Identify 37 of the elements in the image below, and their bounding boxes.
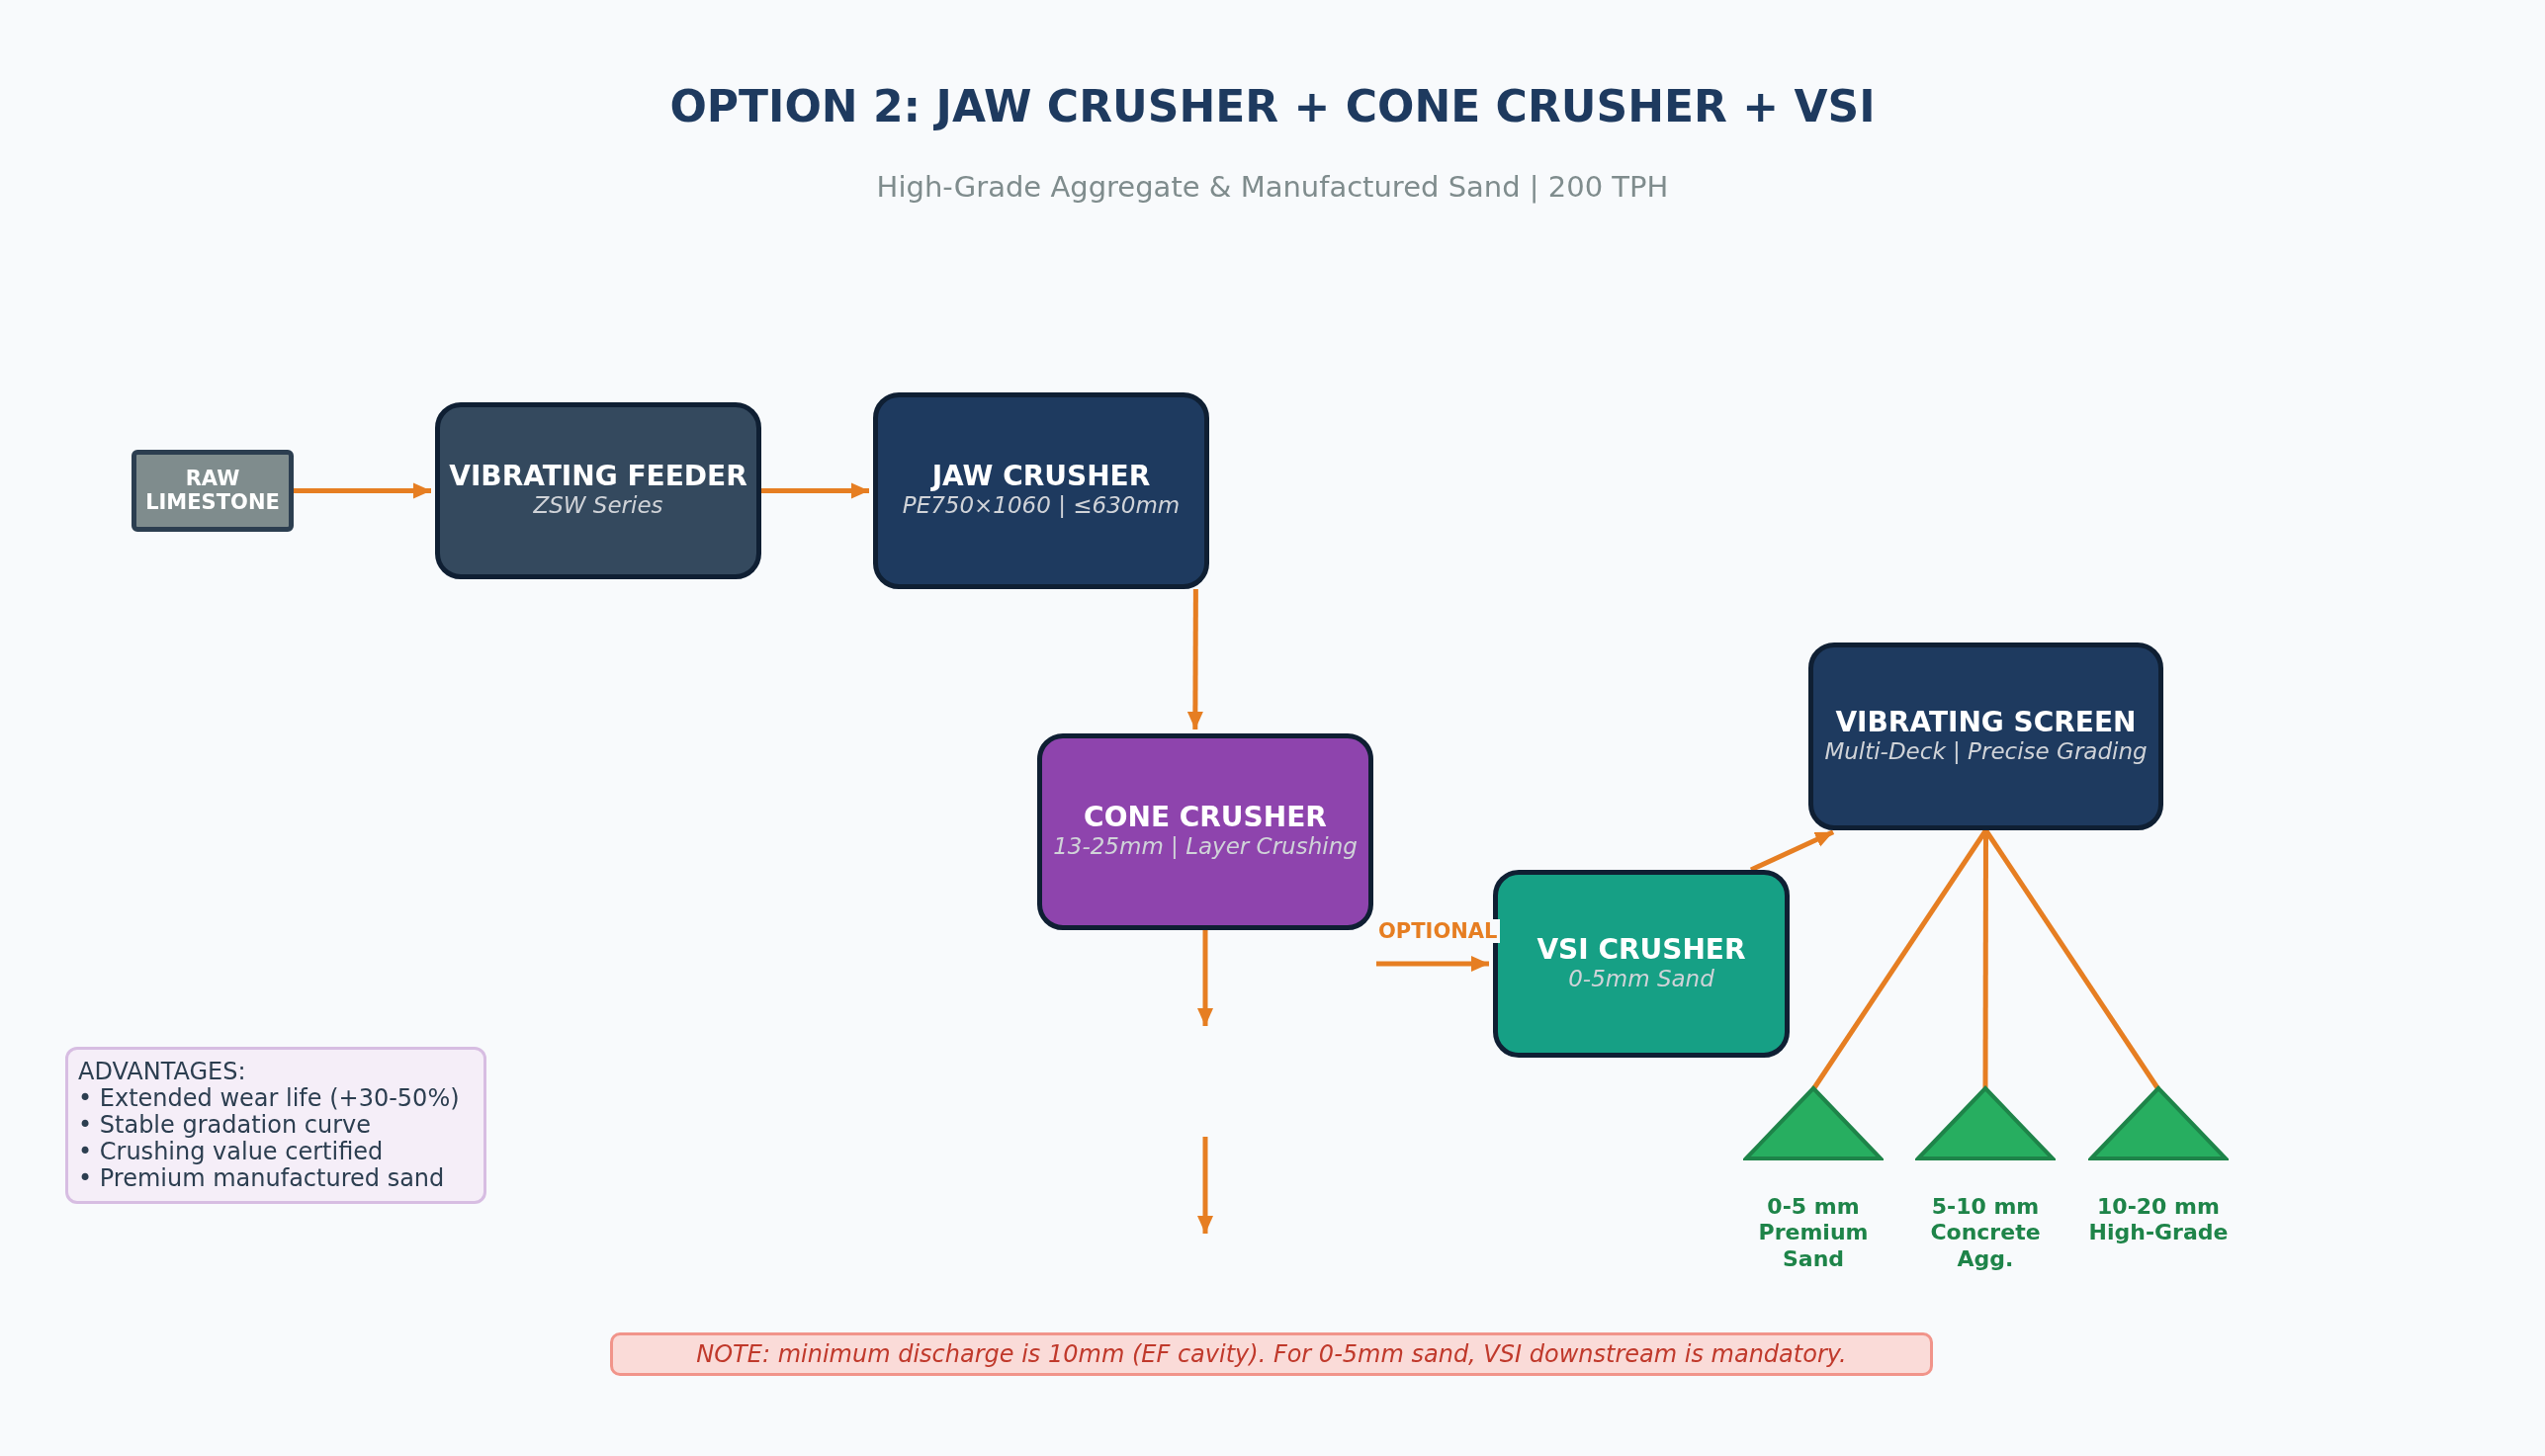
box-title: VSI CRUSHER	[1536, 934, 1746, 966]
bullet-item: • Crushing value certified	[78, 1138, 384, 1165]
product-label: 5-10 mm Concrete Agg.	[1929, 1194, 2042, 1273]
screen-box	[1808, 642, 2163, 830]
stockpile-triangle	[2088, 1085, 2229, 1161]
flow-arrow	[1197, 930, 1213, 1026]
box-subtitle: 13-25mm | Layer Crushing	[1053, 833, 1358, 861]
panel-heading: ADVANTAGES:	[78, 1059, 246, 1086]
stockpile-triangle	[1743, 1085, 1884, 1161]
advantages-panel	[65, 1047, 486, 1204]
note-box	[610, 1332, 1933, 1376]
box-title: CONE CRUSHER	[1084, 803, 1327, 834]
bullet-item: • Stable gradation curve	[78, 1112, 372, 1139]
product-label: 0-5 mm Premium Sand	[1757, 1194, 1870, 1273]
box-title: VIBRATING SCREEN	[1835, 707, 2137, 738]
crusher-box	[1037, 733, 1373, 930]
feeder-box	[435, 402, 761, 579]
box-title: JAW CRUSHER	[931, 462, 1151, 493]
flow-arrow	[1186, 589, 1203, 729]
source-label: RAW LIMESTONE	[144, 468, 281, 514]
box-subtitle: ZSW Series	[533, 492, 663, 520]
box-title: VIBRATING FEEDER	[449, 462, 747, 493]
bullet-item: • Premium manufactured sand	[78, 1164, 445, 1192]
flow-arrow	[761, 482, 869, 499]
diagram-title: OPTION 2: JAW CRUSHER + CONE CRUSHER + VSI	[668, 81, 1877, 131]
diagram-subtitle: High-Grade Aggregate & Manufactured Sand | 200 TPH	[875, 170, 1670, 204]
flow-arrow	[294, 482, 431, 499]
box-subtitle: Multi-Deck | Precise Grading	[1824, 737, 2148, 766]
box-subtitle: PE750×1060 | ≤630mm	[902, 492, 1181, 520]
stockpile-triangle	[1915, 1085, 2056, 1161]
product-label: 10-20 mm High-Grade	[2087, 1194, 2230, 1246]
box-subtitle: 0-5mm Sand	[1568, 965, 1714, 993]
note-text: NOTE: minimum discharge is 10mm (EF cavity). For 0-5mm sand, VSI downstream is mandatory.	[696, 1340, 1847, 1368]
source-box	[132, 450, 294, 532]
crusher-box	[873, 392, 1209, 589]
flow-arrow	[1376, 956, 1489, 972]
bullet-item: • Extended wear life (+30-50%)	[78, 1085, 460, 1113]
